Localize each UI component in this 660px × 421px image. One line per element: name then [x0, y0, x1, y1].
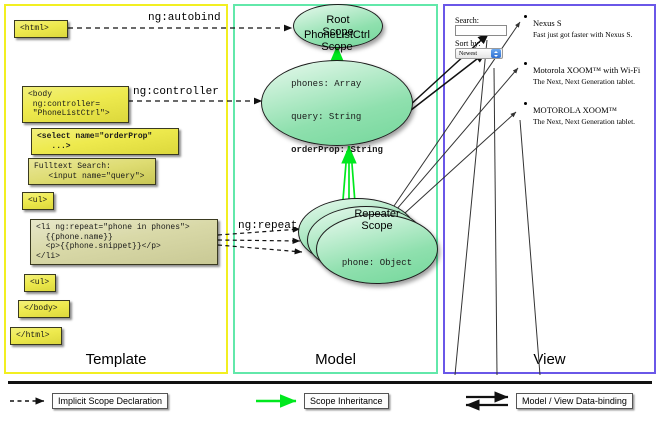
- chevron-updown-icon: [491, 49, 501, 58]
- scope-phonelistctrl-title: PhoneListCtrl Scope: [303, 28, 371, 54]
- phone-snippet-0: Fast just got faster with Nexus S.: [533, 30, 633, 39]
- bullet-icon: [524, 62, 527, 65]
- code-box-select[interactable]: <select name="orderProp" ...>: [31, 128, 179, 155]
- panel-template: Template: [4, 4, 228, 374]
- phone-list-item-0[interactable]: Nexus S: [524, 13, 562, 31]
- code-box-ul-close[interactable]: <ul>: [24, 274, 56, 292]
- bullet-icon: [524, 102, 527, 105]
- phone-snippet-1: The Next, Next Generation tablet.: [533, 77, 636, 86]
- sort-by-selected-value: Newest: [459, 50, 477, 57]
- code-box-fulltext-search[interactable]: Fulltext Search: <input name="query">: [28, 158, 156, 185]
- scope-root-title: Root Scope: [322, 13, 354, 39]
- code-box-li-repeat[interactable]: <li ng:repeat="phone in phones"> {{phone…: [30, 219, 218, 265]
- view-sort-label: Sort by:: [455, 39, 481, 48]
- phone-list-item-1[interactable]: Motorola XOOM™ with Wi-Fi: [524, 60, 641, 78]
- legend: Implicit Scope Declaration Scope Inherit…: [0, 381, 660, 421]
- search-input[interactable]: [455, 25, 507, 36]
- code-box-html-open[interactable]: <html>: [14, 20, 68, 38]
- phone-name: Motorola XOOM™ with Wi-Fi: [533, 65, 641, 75]
- label-ng-repeat: ng:repeat: [238, 220, 298, 232]
- view-search-label: Search:: [455, 16, 479, 25]
- phone-list-item-2[interactable]: MOTOROLA XOOM™: [524, 100, 617, 118]
- code-box-html-close[interactable]: </html>: [10, 327, 62, 345]
- scope-repeater-props: phone: Object: [341, 257, 413, 268]
- bullet-icon: [524, 15, 527, 18]
- label-ng-autobind: ng:autobind: [148, 12, 221, 24]
- phone-snippet-2: The Next, Next Generation tablet.: [533, 117, 636, 126]
- sort-by-select[interactable]: Newest: [455, 48, 503, 59]
- panel-view-label: View: [533, 351, 566, 368]
- scope-repeater[interactable]: Repeater Scope phone: Object: [316, 208, 438, 284]
- phone-name: MOTOROLA XOOM™: [533, 105, 617, 115]
- code-box-body-open[interactable]: <body ng:controller= "PhoneListCtrl">: [22, 86, 129, 123]
- code-box-body-close[interactable]: </body>: [18, 300, 70, 318]
- scope-root[interactable]: Root Scope: [293, 4, 383, 48]
- panel-model-label: Model: [315, 351, 356, 368]
- label-ng-controller: ng:controller: [133, 86, 219, 98]
- scope-phonelistctrl-props: phones: Array query: String orderProp: S…: [291, 78, 383, 155]
- legend-item-model-view-data-binding: Model / View Data-binding: [516, 393, 633, 409]
- scope-phonelistctrl[interactable]: PhoneListCtrl Scope phones: Array query:…: [261, 29, 413, 155]
- scope-repeater-title: Repeater Scope: [354, 207, 400, 233]
- phone-name: Nexus S: [533, 18, 562, 28]
- legend-divider: [8, 381, 652, 384]
- legend-item-scope-inheritance: Scope Inheritance: [304, 393, 389, 409]
- legend-item-implicit-scope-declaration: Implicit Scope Declaration: [52, 393, 169, 409]
- panel-template-label: Template: [85, 351, 147, 368]
- code-box-ul-open[interactable]: <ul>: [22, 192, 54, 210]
